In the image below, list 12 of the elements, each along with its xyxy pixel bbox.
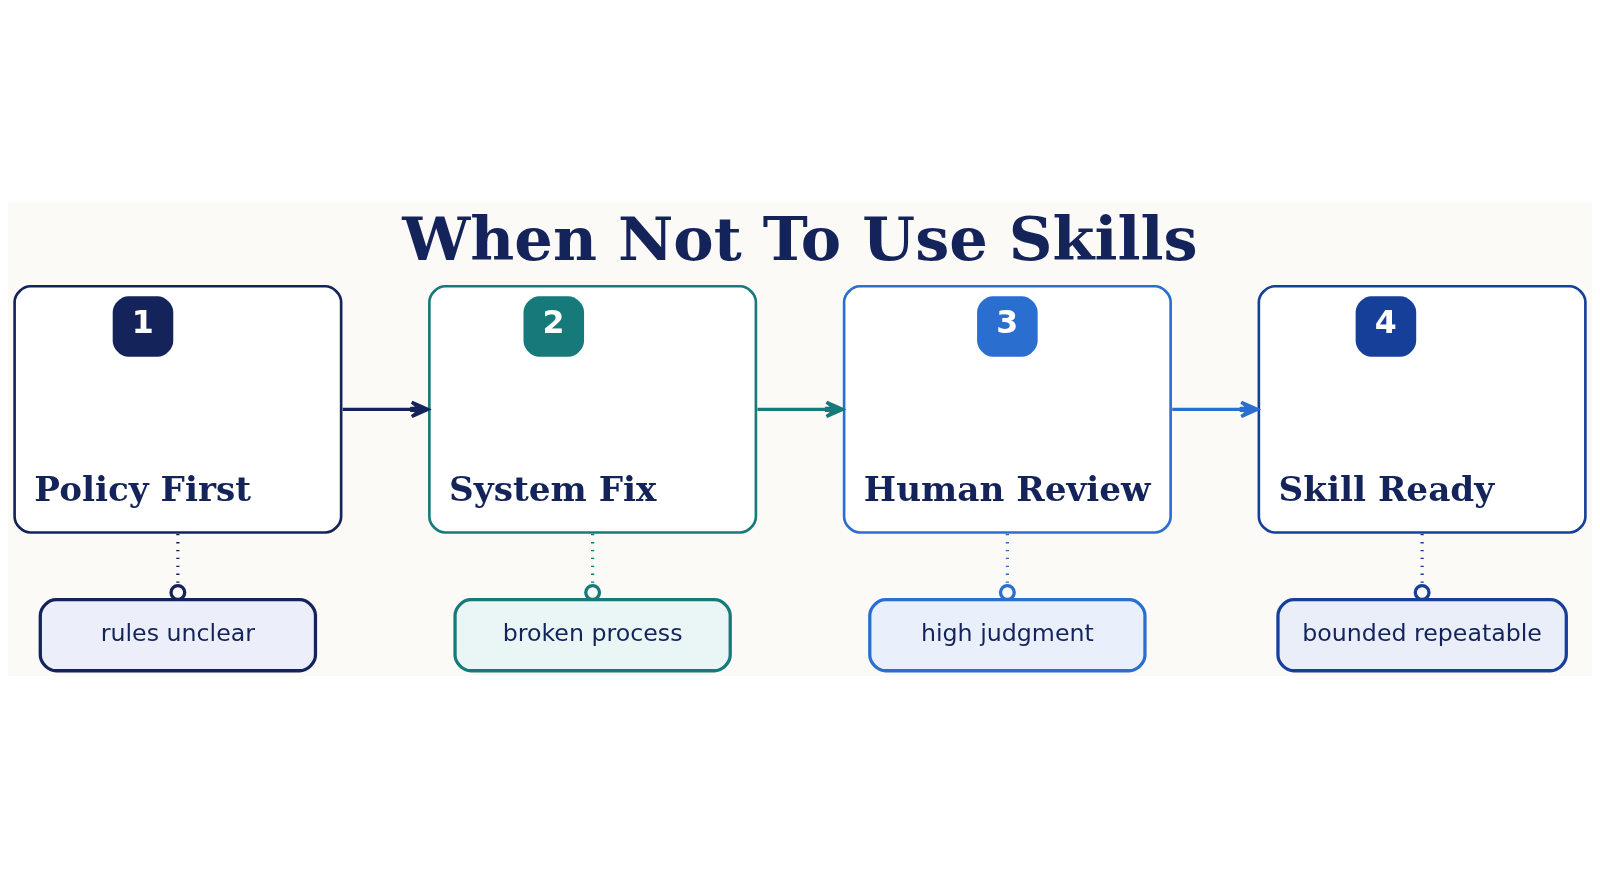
- connector: [584, 534, 602, 601]
- connector: [998, 534, 1016, 601]
- node-box: high judgment: [868, 598, 1147, 673]
- node-box: bounded repeatable: [1276, 598, 1568, 673]
- diagram-title: When Not To Use Skills: [402, 202, 1198, 274]
- node-box: broken process: [453, 598, 732, 673]
- connector: [1413, 534, 1431, 601]
- node-box: rules unclear: [38, 598, 318, 673]
- arrow: [1172, 400, 1259, 419]
- arrow: [757, 400, 845, 419]
- arrow: [342, 400, 430, 419]
- connector: [169, 534, 187, 601]
